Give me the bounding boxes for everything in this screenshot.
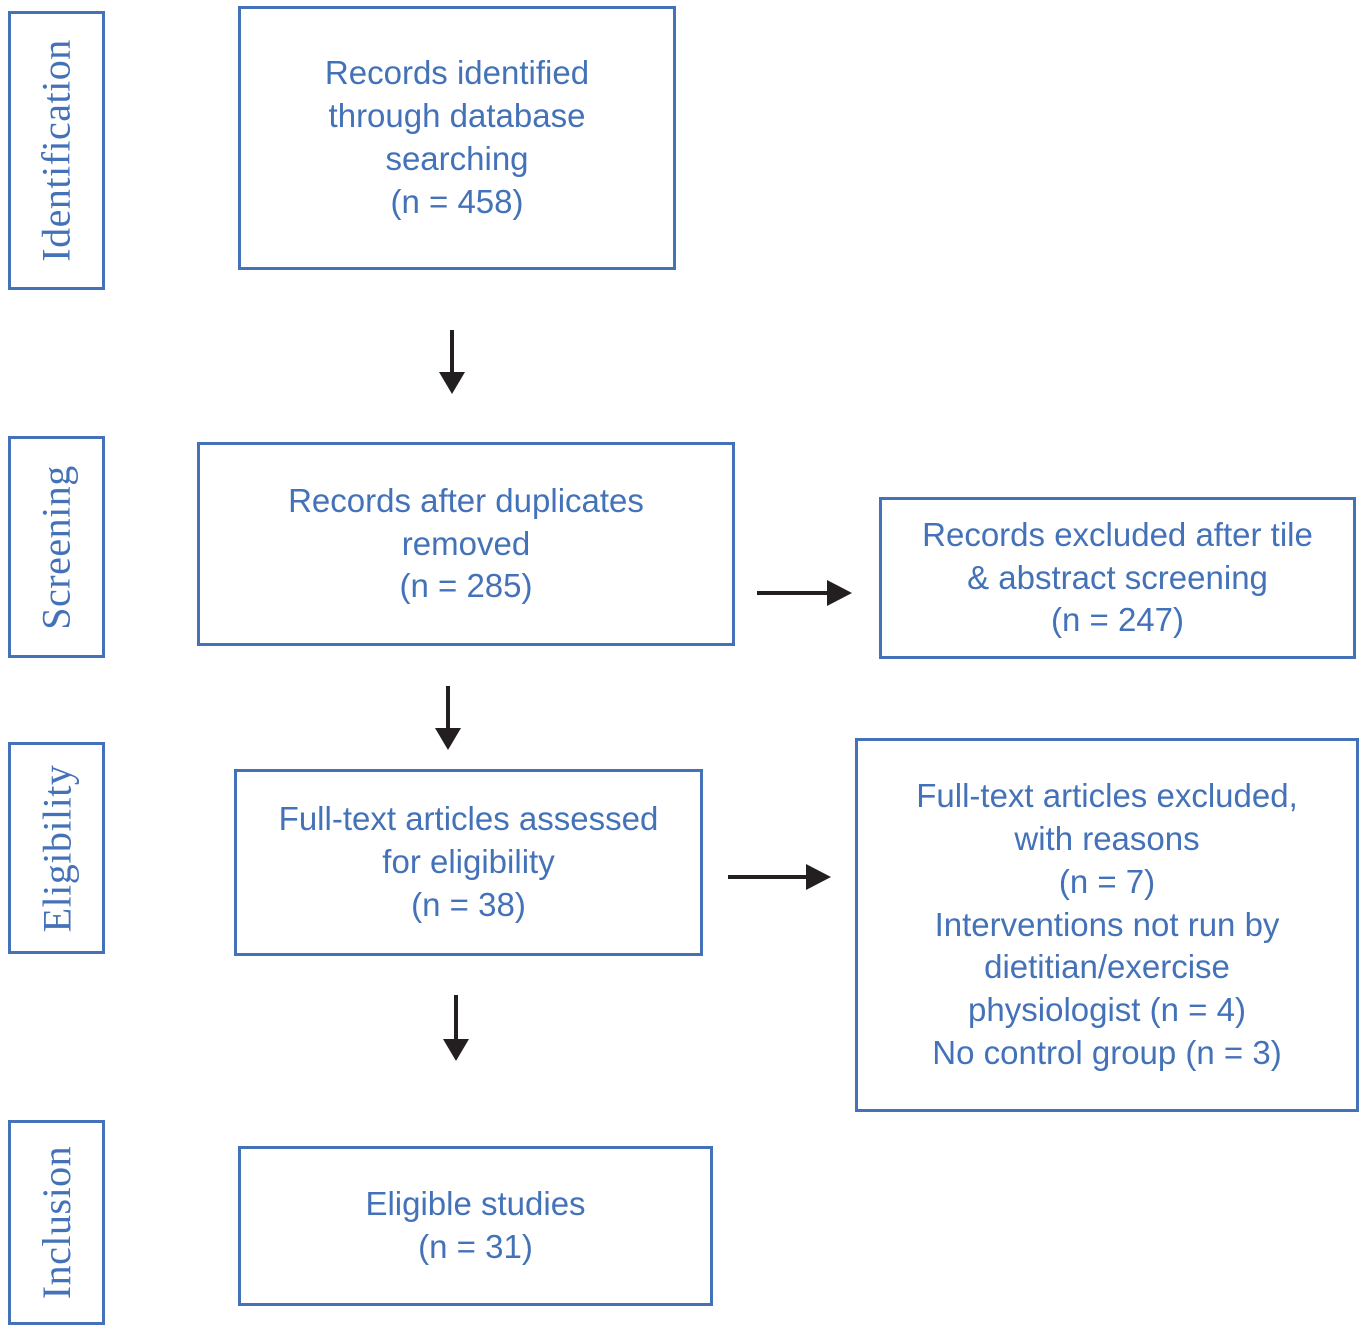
box-records-excluded-text: Records excluded after tile & abstract s… (922, 515, 1313, 639)
box-records-after-duplicates: Records after duplicates removed (n = 28… (197, 442, 735, 646)
stage-label-screening: Screening (8, 436, 105, 658)
arrow-fulltext-to-eligible (440, 995, 472, 1063)
stage-label-identification: Identification (8, 11, 105, 290)
stage-label-screening-text: Screening (34, 464, 80, 630)
box-fulltext-assessed: Full-text articles assessed for eligibil… (234, 769, 703, 956)
arrow-fulltext-to-excluded (728, 861, 834, 893)
box-records-identified-text: Records identified through database sear… (324, 54, 590, 220)
box-fulltext-excluded-text: Full-text articles excluded, with reason… (916, 776, 1298, 1072)
box-fulltext-excluded: Full-text articles excluded, with reason… (855, 738, 1359, 1112)
box-eligible-studies-text: Eligible studies (n = 31) (365, 1185, 586, 1265)
stage-label-identification-text: Identification (34, 39, 79, 262)
stage-label-inclusion-text: Inclusion (34, 1145, 79, 1300)
box-fulltext-assessed-text: Full-text articles assessed for eligibil… (278, 800, 659, 923)
stage-label-eligibility: Eligibility (8, 742, 105, 954)
box-records-identified: Records identified through database sear… (238, 6, 676, 270)
arrow-duplicates-to-excluded (757, 577, 855, 609)
box-records-excluded: Records excluded after tile & abstract s… (879, 497, 1356, 659)
box-records-after-duplicates-text: Records after duplicates removed (n = 28… (288, 481, 644, 605)
arrow-duplicates-to-fulltext (432, 686, 464, 752)
box-eligible-studies: Eligible studies (n = 31) (238, 1146, 713, 1306)
stage-label-inclusion: Inclusion (8, 1120, 105, 1325)
arrow-identified-to-duplicates (436, 330, 468, 396)
stage-label-eligibility-text: Eligibility (34, 764, 80, 932)
